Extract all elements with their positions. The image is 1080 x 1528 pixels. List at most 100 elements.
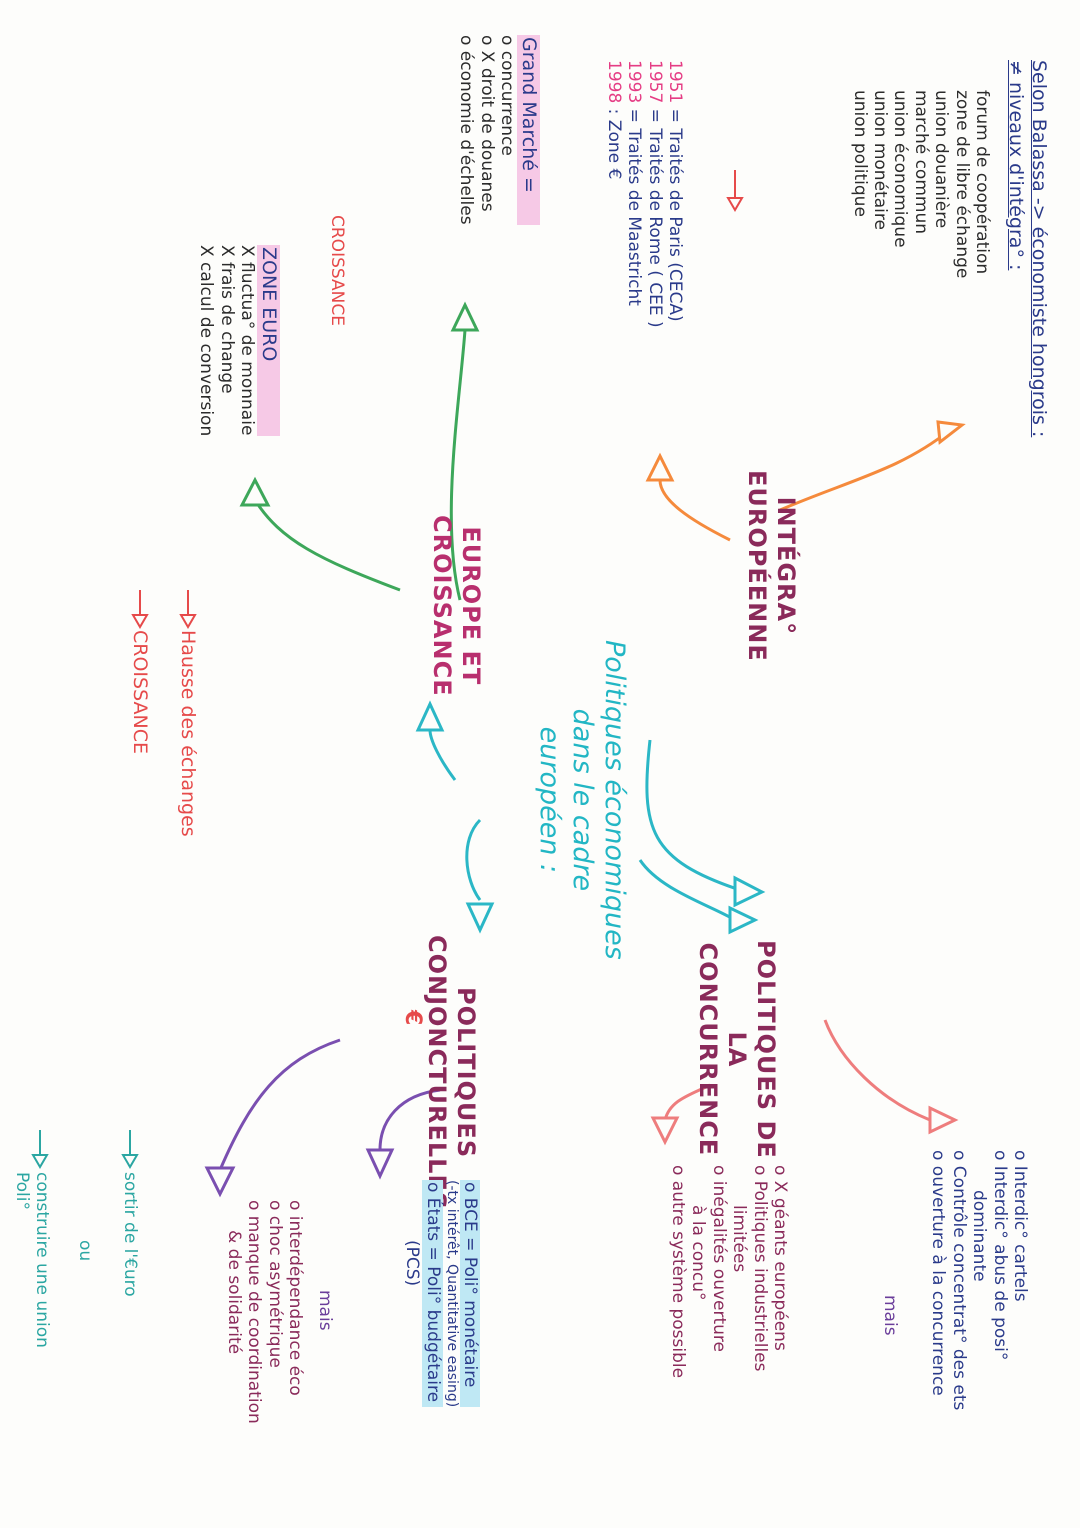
- treaty-event: = Traités de Rome ( CEE ): [644, 108, 665, 328]
- concurrence-critique: o X géants européens: [770, 1165, 790, 1351]
- concurrence-critique: à la concu°: [688, 1205, 709, 1301]
- balassa-level: union monétaire: [870, 90, 891, 230]
- central-topic-line-1: Politiques économiques: [599, 640, 630, 960]
- conj-critique: & de solidarité: [223, 1230, 244, 1355]
- concurrence-critique: o autre système possible: [668, 1165, 689, 1379]
- grand-marche-block: Grand Marché = o concurrence o X droit d…: [456, 35, 540, 225]
- branch-conjoncturelles-line-2: CONJONCTURELLES: [423, 935, 452, 1211]
- concurrence-item: dominante: [969, 1190, 990, 1282]
- concurrence-critique: o inégalités ouverture: [708, 1165, 729, 1352]
- concurrence-item: o Contrôle concentrat° des ets: [948, 1150, 969, 1411]
- grand-marche-item: o concurrence: [497, 35, 518, 156]
- conj-bce: o BCE = Poli° monétaire: [459, 1180, 480, 1408]
- treaty-row: 1951 = Traités de Paris (CECA): [665, 60, 685, 328]
- balassa-block: Selon Balassa -> économiste hongrois : ≠…: [1004, 60, 1050, 437]
- treaty-date: 1957: [644, 60, 665, 104]
- conj-bce-block: o BCE = Poli° monétaire (-tx intérêt, Qu…: [402, 1180, 480, 1408]
- zone-euro-item: X fluctua° de monnaie: [237, 245, 258, 436]
- conj-critiques: o interdépendance éco o choc asymétrique…: [223, 1200, 305, 1424]
- conj-mais: mais: [315, 1290, 335, 1331]
- central-topic-line-3: européen :: [534, 726, 566, 874]
- arrow-concurrence-to-items: [823, 1019, 931, 1122]
- arrow-center-to-concurrence: [638, 859, 736, 922]
- arrow-head-croissance: [131, 614, 149, 629]
- branch-integration-line-2: EUROPÉENNE: [743, 470, 772, 662]
- arrow-head-conjoncturelles: [465, 902, 495, 934]
- conj-construire-line-1: construire une union: [32, 1172, 52, 1348]
- branch-conjoncturelles-line-1: POLITIQUES: [452, 987, 480, 1159]
- arrow-head-grand-marche-result: [726, 197, 744, 212]
- zone-euro-result: CROISSANCE: [129, 630, 151, 754]
- branch-europe-line-1: EUROPE ET: [457, 526, 485, 686]
- balassa-level: marché commun: [910, 90, 931, 234]
- concurrence-item: o ouverture à la concurrence: [928, 1150, 949, 1396]
- arrow-center-to-integration: [645, 739, 741, 892]
- concurrence-mais: mais: [880, 1295, 900, 1336]
- conj-critique: o interdépendance éco: [285, 1200, 305, 1396]
- arrow-conjoncturelles-to-bce: [378, 1088, 441, 1151]
- arrow-head-zone-euro: [239, 476, 271, 507]
- balassa-level: union politique: [849, 90, 870, 217]
- concurrence-critique: limitées: [729, 1205, 750, 1273]
- conj-critique: o manque de coordination: [244, 1200, 265, 1424]
- arrow-head-balassa: [936, 420, 966, 445]
- balassa-subtitle: ≠ niveaux d'intégra° :: [1005, 60, 1028, 271]
- branch-concurrence-line-1: POLITIQUES DE: [752, 940, 780, 1159]
- conj-construire-line-2: Poli°: [11, 1172, 32, 1210]
- treaty-date: 1951: [665, 60, 685, 104]
- concurrence-item: o Interdic° cartels: [1010, 1150, 1030, 1302]
- conj-critique: o choc asymétrique: [264, 1200, 285, 1368]
- arrow-center-to-conjoncturelles: [465, 818, 482, 901]
- branch-integration-title: INTÉGRA° EUROPÉENNE: [742, 470, 800, 662]
- treaty-event: = Traités de Maastricht: [624, 108, 645, 306]
- arrow-head-europe: [415, 700, 445, 732]
- branch-europe-line-2: CROISSANCE: [428, 515, 457, 697]
- treaty-row: 1998 : Zone €: [603, 60, 624, 328]
- zone-euro-item: X frais de change: [216, 245, 237, 394]
- treaty-timeline: 1951 = Traités de Paris (CECA) 1957 = Tr…: [603, 60, 685, 328]
- central-topic: Politiques économiques dans le cadre eur…: [533, 640, 630, 960]
- arrow-head-construire: [31, 1154, 49, 1169]
- grand-marche-result: CROISSANCE: [327, 215, 347, 326]
- balassa-level: union économique: [890, 90, 911, 248]
- branch-concurrence-line-2: LA: [723, 1031, 752, 1068]
- arrow-head-sortir: [121, 1154, 139, 1169]
- treaty-row: 1993 = Traités de Maastricht: [624, 60, 644, 328]
- conj-sortir: sortir de l'€uro: [120, 1172, 140, 1297]
- treaty-event: = Traités de Paris (CECA): [665, 108, 685, 322]
- arrow-head-conj-critiques: [204, 1166, 236, 1198]
- arrow-head-concurrence: [728, 905, 759, 935]
- branch-concurrence-title: POLITIQUES DE LA CONCURRENCE: [694, 940, 780, 1159]
- concurrence-item: o Interdic° abus de posi°: [989, 1150, 1010, 1361]
- branch-conjoncturelles-title: POLITIQUES CONJONCTURELLES: [422, 935, 480, 1210]
- arrow-concurrence-to-critiques: [663, 1083, 711, 1121]
- arrow-head-concurrence-items: [928, 1105, 959, 1135]
- conj-construire: construire une union Poli°: [11, 1172, 52, 1348]
- grand-marche-item: o économie d'échelles: [456, 35, 477, 225]
- conj-bce-note: (-tx intérêt, Quantitative easing): [443, 1180, 460, 1408]
- arrow-head-bce: [365, 1148, 395, 1180]
- balassa-title: Selon Balassa -> économiste hongrois :: [1028, 60, 1050, 438]
- conj-ou: ou: [75, 1240, 95, 1262]
- concurrence-critique: o Politiques industrielles: [749, 1165, 770, 1372]
- arrow-conjoncturelles-to-critiques: [218, 1038, 341, 1171]
- branch-europe-title: EUROPE ET CROISSANCE: [427, 515, 485, 697]
- treaty-event: : Zone €: [603, 108, 624, 180]
- arrow-integration-to-balassa: [779, 428, 951, 512]
- arrow-head-integration: [733, 875, 766, 908]
- arrow-europe-to-zone-euro: [253, 499, 401, 592]
- euro-symbol: €: [400, 1010, 425, 1026]
- treaty-row: 1957 = Traités de Rome ( CEE ): [644, 60, 665, 328]
- central-topic-line-2: dans le cadre: [566, 708, 598, 892]
- balassa-level: union douanière: [931, 90, 952, 229]
- branch-integration-line-1: INTÉGRA°: [772, 496, 800, 636]
- grand-marche-item: o X droit de douanes: [476, 35, 497, 212]
- arrow-head-dates: [645, 452, 675, 482]
- arrow-head-hausse: [179, 614, 197, 629]
- balassa-level: forum de coopération: [972, 90, 992, 275]
- concurrence-critiques: o X géants européens o Politiques indust…: [668, 1165, 790, 1378]
- grand-marche-title: Grand Marché =: [517, 35, 540, 225]
